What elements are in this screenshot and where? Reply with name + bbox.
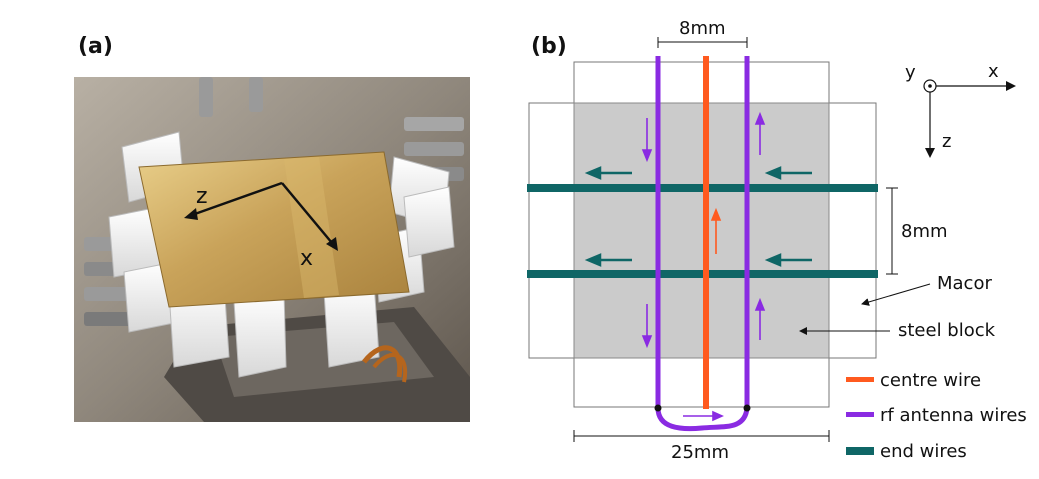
axis-x-label: x [988, 61, 999, 82]
dim-right-label: 8mm [901, 221, 948, 242]
legend-swatch-end [846, 447, 874, 455]
legend-label-centre: centre wire [880, 370, 981, 391]
centre-wire [703, 56, 709, 409]
macor-label: Macor [937, 273, 992, 294]
copper-wire [362, 345, 403, 378]
coordinate-axes [923, 79, 1016, 158]
antenna-junction-left [654, 404, 662, 412]
axis-y-label: y [905, 62, 916, 83]
macor-pointer [861, 283, 931, 306]
photo-axes [184, 181, 338, 251]
panel-a-label: (a) [78, 34, 113, 59]
rf-antenna-wire [655, 56, 750, 432]
legend-label-rf: rf antenna wires [880, 405, 1027, 426]
antenna-junction-right [743, 404, 751, 412]
legend-swatch-rf [846, 412, 874, 417]
panel-b-label: (b) [531, 34, 567, 59]
dim-right [886, 187, 898, 275]
dim-top-label: 8mm [679, 18, 726, 39]
photo-axis-z-label: z [196, 184, 208, 209]
trap-photo: z x [74, 77, 470, 422]
axis-z-label: z [942, 131, 951, 152]
screws-top [199, 77, 263, 117]
centre-current-arrow [710, 207, 722, 254]
legend-label-end: end wires [880, 441, 967, 462]
end-wire-bottom [527, 270, 878, 278]
electrode-highlight [284, 157, 339, 298]
dim-bottom [573, 430, 830, 442]
steel-block [573, 102, 830, 359]
end-wire-top [527, 184, 878, 192]
gold-electrode [138, 151, 410, 308]
dim-top [657, 37, 748, 48]
rf-current-arrows [641, 111, 766, 422]
legend-swatch-centre [846, 377, 874, 382]
dim-bottom-label: 25mm [671, 442, 729, 463]
steel-block-label: steel block [898, 320, 996, 341]
photo-axis-x-label: x [300, 246, 313, 271]
end-current-arrows [584, 166, 812, 267]
legend: centre wire rf antenna wires end wires [846, 370, 1027, 462]
